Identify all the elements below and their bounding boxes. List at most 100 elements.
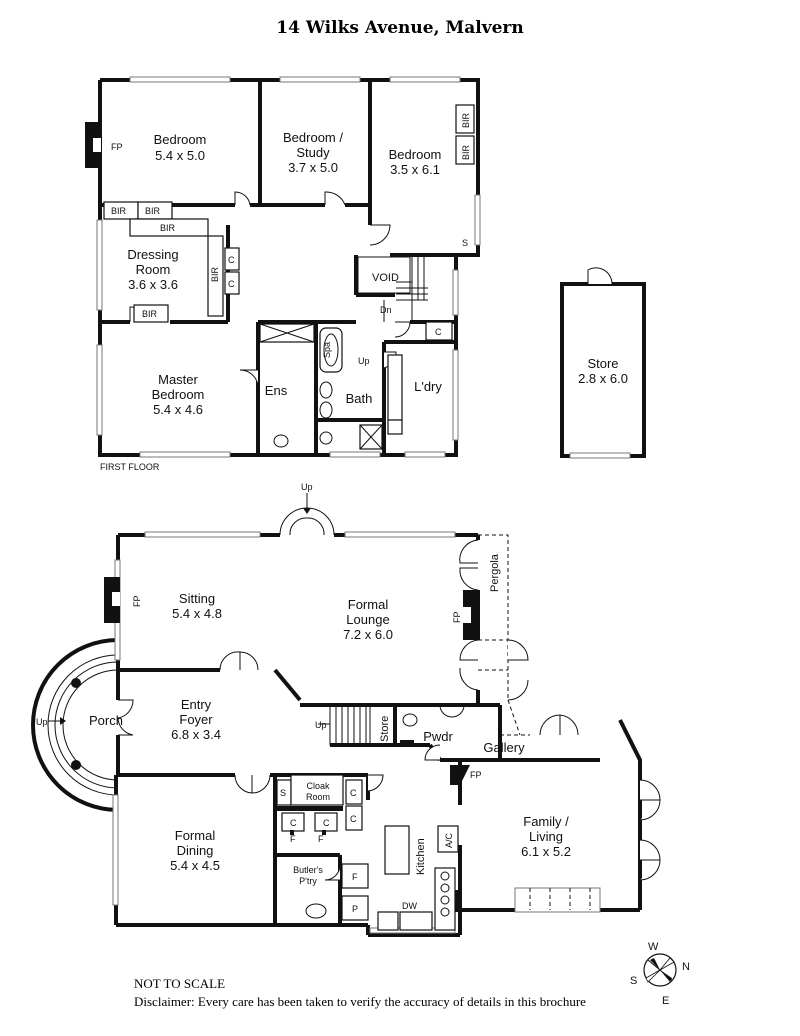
svg-text:BIR: BIR — [210, 266, 220, 282]
compass-e: E — [662, 995, 669, 1007]
svg-text:BIR: BIR — [461, 112, 471, 128]
svg-text:C: C — [290, 818, 297, 828]
spa-label: Spa — [322, 342, 332, 358]
pergola-label: Pergola — [489, 553, 501, 592]
svg-text:C: C — [350, 788, 357, 798]
store-door — [587, 267, 613, 285]
up-label-first: Up — [358, 356, 370, 366]
svg-text:Living: Living — [529, 829, 563, 844]
cupboards: S C C C C F F F P — [276, 774, 369, 921]
page-title: 14 Wilks Avenue, Malvern — [276, 18, 524, 38]
first-floor-stairs — [396, 257, 428, 320]
svg-text:L'dry: L'dry — [414, 379, 442, 394]
entry-stairs — [318, 704, 371, 746]
svg-text:Study: Study — [296, 145, 330, 160]
ground-floor-doors — [117, 539, 661, 881]
svg-text:Sitting: Sitting — [179, 591, 215, 606]
compass-w: W — [648, 941, 659, 953]
void-label: VOID — [372, 272, 399, 284]
svg-text:6.8 x 3.4: 6.8 x 3.4 — [171, 727, 221, 742]
svg-text:Ens: Ens — [265, 383, 288, 398]
svg-text:S: S — [280, 788, 286, 798]
svg-text:Porch: Porch — [89, 713, 123, 728]
svg-text:Room: Room — [136, 262, 171, 277]
svg-text:DW: DW — [402, 901, 417, 911]
svg-text:Bedroom: Bedroom — [152, 387, 205, 402]
svg-text:S: S — [462, 238, 468, 248]
first-floor-windows — [96, 76, 481, 458]
first-floor-labels: Bedroom 5.4 x 5.0 Bedroom / Study 3.7 x … — [127, 130, 442, 417]
compass-icon — [643, 953, 677, 987]
porch-semicircle — [31, 638, 119, 812]
first-floor-label: FIRST FLOOR — [100, 462, 160, 472]
kitchen-fixtures: A/C DW — [377, 825, 462, 931]
store-window — [569, 452, 631, 459]
lounge-fp-label: FP — [452, 611, 462, 623]
svg-text:F: F — [352, 872, 358, 882]
svg-text:BIR: BIR — [461, 144, 471, 160]
svg-text:Pwdr: Pwdr — [423, 729, 453, 744]
svg-text:5.4 x 4.8: 5.4 x 4.8 — [172, 606, 222, 621]
svg-text:Bedroom /: Bedroom / — [283, 130, 343, 145]
svg-text:C: C — [228, 279, 235, 289]
lounge-up-label: Up — [301, 482, 313, 492]
svg-text:Formal: Formal — [175, 828, 216, 843]
disclaimer: Disclaimer: Every care has been taken to… — [134, 994, 586, 1009]
svg-text:Bedroom: Bedroom — [154, 132, 207, 147]
svg-text:3.6 x 3.6: 3.6 x 3.6 — [128, 277, 178, 292]
svg-text:Kitchen: Kitchen — [415, 838, 427, 875]
svg-text:3.7 x 5.0: 3.7 x 5.0 — [288, 160, 338, 175]
svg-text:7.2 x 6.0: 7.2 x 6.0 — [343, 627, 393, 642]
store-dim: 2.8 x 6.0 — [578, 371, 628, 386]
svg-text:F: F — [318, 834, 324, 844]
built-in-robes: BIR BIR BIR BIR C C BIR BIR BIR C S — [103, 104, 475, 341]
store-name: Store — [587, 356, 618, 371]
svg-text:P'try: P'try — [299, 876, 317, 886]
ground-floor-fireplaces — [104, 577, 479, 785]
svg-text:5.4 x 4.6: 5.4 x 4.6 — [153, 402, 203, 417]
svg-text:5.4 x 4.5: 5.4 x 4.5 — [170, 858, 220, 873]
svg-text:Entry: Entry — [181, 697, 212, 712]
svg-text:Store: Store — [379, 716, 391, 742]
svg-text:Master: Master — [158, 372, 198, 387]
svg-text:A/C: A/C — [444, 832, 454, 848]
sitting-fp-label: FP — [132, 595, 142, 607]
svg-text:BIR: BIR — [160, 223, 176, 233]
entry-up-label: Up — [315, 720, 327, 730]
svg-text:P: P — [352, 904, 358, 914]
svg-text:C: C — [350, 814, 357, 824]
svg-text:6.1 x 5.2: 6.1 x 5.2 — [521, 844, 571, 859]
svg-text:Bath: Bath — [346, 391, 373, 406]
svg-text:Bedroom: Bedroom — [389, 147, 442, 162]
porch-up-label: Up — [36, 717, 48, 727]
fp-label: FP — [111, 142, 123, 152]
bathroom-fixtures — [259, 323, 403, 450]
svg-text:Gallery: Gallery — [483, 740, 525, 755]
ground-floor-labels: Sitting 5.4 x 4.8 Formal Lounge 7.2 x 6.… — [89, 591, 571, 886]
svg-text:Lounge: Lounge — [346, 612, 389, 627]
svg-text:F: F — [290, 834, 296, 844]
svg-text:C: C — [435, 327, 442, 337]
svg-text:3.5 x 6.1: 3.5 x 6.1 — [390, 162, 440, 177]
void-area — [357, 256, 411, 294]
compass-s: S — [630, 975, 637, 987]
svg-text:Butler's: Butler's — [293, 865, 323, 875]
fireplace-opening — [93, 138, 101, 152]
svg-text:Formal: Formal — [348, 597, 389, 612]
svg-text:C: C — [323, 818, 330, 828]
svg-text:Cloak: Cloak — [306, 781, 330, 791]
svg-text:BIR: BIR — [111, 206, 127, 216]
dn-label: Dn — [380, 305, 392, 315]
svg-text:Dining: Dining — [177, 843, 214, 858]
svg-text:Foyer: Foyer — [179, 712, 213, 727]
gallery-fp-label: FP — [470, 770, 482, 780]
svg-text:Dressing: Dressing — [127, 247, 178, 262]
svg-text:5.4 x 5.0: 5.4 x 5.0 — [155, 148, 205, 163]
svg-text:BIR: BIR — [142, 309, 158, 319]
svg-text:Room: Room — [306, 792, 330, 802]
svg-text:BIR: BIR — [145, 206, 161, 216]
lounge-bay — [279, 493, 335, 536]
not-to-scale: NOT TO SCALE — [134, 976, 226, 991]
svg-text:C: C — [228, 255, 235, 265]
